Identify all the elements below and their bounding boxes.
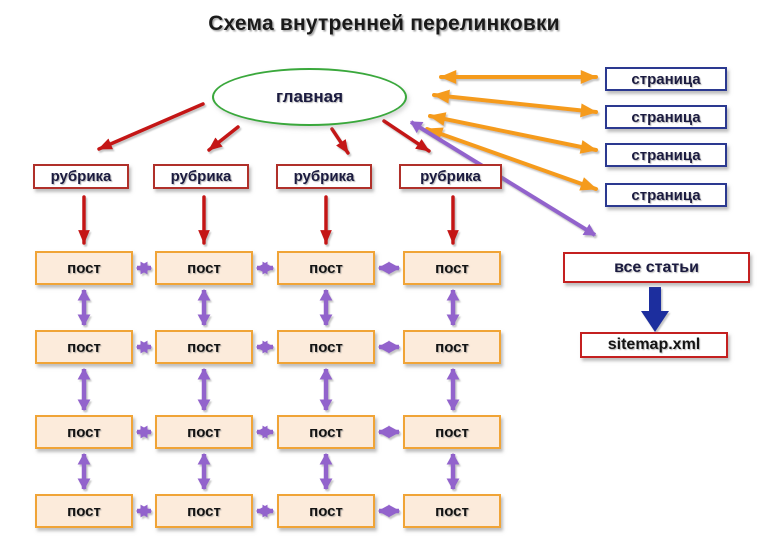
page-node-4: страница [605, 183, 727, 207]
post-label: пост [309, 338, 343, 356]
sitemap-label: sitemap.xml [607, 336, 701, 353]
purple-arrows-posts-vertical [77, 288, 460, 491]
post-node: пост [155, 330, 253, 364]
blue-arrow-articles-sitemap [641, 287, 669, 332]
purple-arrows-posts-horizontal [135, 261, 401, 518]
rubric-label: рубрика [293, 168, 355, 185]
red-arrow-home-to-rubric-2 [207, 125, 240, 152]
post-label: пост [67, 423, 101, 441]
red-arrow-home-to-rubric-4 [382, 119, 431, 153]
post-node: пост [403, 415, 501, 449]
post-node: пост [155, 251, 253, 285]
orange-arrow-home-page-2 [432, 89, 598, 118]
post-node: пост [35, 330, 133, 364]
post-node: пост [277, 330, 375, 364]
post-label: пост [309, 423, 343, 441]
page-node-3: страница [605, 143, 727, 167]
orange-arrow-home-page-3 [428, 112, 598, 154]
post-node: пост [155, 494, 253, 528]
all-articles-node: все статьи [563, 252, 750, 283]
page-node-1: страница [605, 67, 727, 91]
diagram-title: Схема внутренней перелинковки [208, 12, 560, 35]
post-label: пост [67, 338, 101, 356]
post-label: пост [435, 502, 469, 520]
post-node: пост [155, 415, 253, 449]
post-label: пост [187, 423, 221, 441]
post-label: пост [309, 502, 343, 520]
page-label: страница [631, 108, 701, 126]
rubric-label: рубрика [170, 168, 232, 185]
post-node: пост [35, 415, 133, 449]
sitemap-node: sitemap.xml [580, 332, 728, 358]
rubric-node-4: рубрика [399, 164, 502, 189]
post-node: пост [277, 415, 375, 449]
rubric-node-2: рубрика [153, 164, 249, 189]
blue-arrow-all-articles-to-sitemap [641, 287, 669, 332]
page-label: страница [631, 146, 701, 164]
post-label: пост [309, 259, 343, 277]
rubric-node-1: рубрика [33, 164, 129, 189]
red-arrows-rubrics-to-posts [78, 195, 459, 245]
page-node-2: страница [605, 105, 727, 129]
post-label: пост [435, 259, 469, 277]
home-label: главная [275, 87, 343, 106]
rubric-label: рубрика [420, 168, 481, 185]
page-label: страница [631, 70, 701, 88]
post-label: пост [67, 259, 101, 277]
rubric-node-3: рубрика [276, 164, 372, 189]
post-node: пост [403, 330, 501, 364]
post-node: пост [277, 251, 375, 285]
post-label: пост [435, 423, 469, 441]
post-label: пост [435, 338, 469, 356]
red-arrow-home-to-rubric-3 [330, 127, 350, 155]
post-node: пост [403, 494, 501, 528]
post-node: пост [277, 494, 375, 528]
home-node: главная [212, 68, 407, 126]
rubric-label: рубрика [50, 168, 112, 185]
post-node: пост [35, 494, 133, 528]
post-label: пост [187, 259, 221, 277]
post-label: пост [67, 502, 101, 520]
red-arrow-home-to-rubric-1 [97, 102, 205, 151]
all-articles-label: все статьи [614, 258, 699, 276]
post-node: пост [35, 251, 133, 285]
post-label: пост [187, 338, 221, 356]
page-label: страница [631, 186, 701, 204]
post-node: пост [403, 251, 501, 285]
post-label: пост [187, 502, 221, 520]
